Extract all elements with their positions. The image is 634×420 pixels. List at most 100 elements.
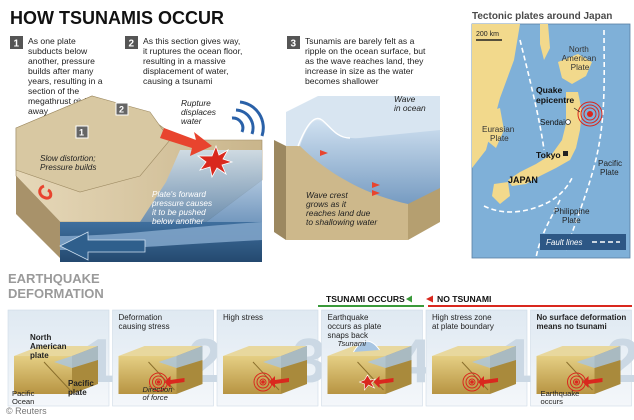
svg-text:2: 2: [119, 105, 124, 115]
block-front: [14, 356, 72, 394]
tokyo-dot: [563, 151, 568, 156]
tsunami-occurs-arrow-icon: [406, 295, 412, 303]
force-arrow-icon: [269, 376, 289, 388]
wave-arrow-3: [372, 190, 380, 196]
force-arrow-icon: [164, 376, 185, 388]
ocean-layer: [263, 346, 307, 368]
distortion-arrow: [38, 184, 53, 200]
step-3: 3 Tsunamis are barely felt as a ripple o…: [287, 36, 428, 86]
rupture-label: Rupture displaces water: [181, 98, 218, 126]
ocean-water: [140, 150, 262, 222]
tsunami-wave: [353, 340, 380, 353]
block-top: [432, 346, 516, 356]
step-3-badge: [287, 36, 300, 49]
rupture-burst-icon: [196, 144, 234, 179]
block-top: [536, 346, 621, 356]
scale-label: 200 km: [476, 31, 499, 38]
stress-ring-icon: [155, 378, 162, 386]
hokkaido: [558, 54, 592, 84]
force-arrow-icon: [582, 376, 603, 388]
signal-wave-icon: [231, 116, 245, 133]
pacific-plate-label: Pacific Plate: [598, 159, 624, 177]
map-legend: [540, 234, 626, 250]
step-2-number: 2: [129, 39, 135, 50]
wave-arrow-2: [372, 182, 380, 188]
na-plate-label: North American Plate: [562, 45, 599, 72]
eurasian-plate-label: Eurasian Plate: [482, 125, 517, 143]
tectonic-map: Tectonic plates around Japan 200 km Faul…: [471, 11, 631, 259]
ocean-layer: [472, 346, 516, 368]
sendai-label: Sendai: [540, 118, 565, 127]
sendai-dot: [565, 119, 571, 125]
mainland-asia: [472, 24, 520, 168]
page-title: HOW TSUNAMIS OCCUR: [10, 8, 224, 28]
block-top: [118, 346, 203, 356]
ocean-layer: [158, 346, 203, 368]
step-2-badge: [125, 36, 138, 49]
deformation-title: EARTHQUAKE DEFORMATION: [8, 271, 104, 301]
force-arrow-icon: [478, 376, 498, 388]
sakhalin: [540, 24, 550, 60]
korea: [486, 108, 504, 148]
epicentre-icon: [587, 111, 593, 117]
block-front: [432, 356, 490, 394]
wave-block: [274, 96, 440, 240]
step-1: 1 As one plate subducts below another, p…: [10, 36, 105, 116]
force-arrow-icon: [373, 376, 394, 388]
kyushu: [492, 182, 510, 204]
stress-ring-icon: [259, 378, 267, 386]
philippine-plate-label: Philippine Plate: [554, 207, 592, 225]
plate-push-arrow: [59, 231, 146, 261]
svg-text:1: 1: [79, 128, 84, 138]
tsunami-label: Tsunami: [338, 339, 367, 348]
wave-seabed: [286, 146, 408, 240]
step-2: 2 As this section gives way, it ruptures…: [125, 36, 242, 86]
block-top: [327, 346, 412, 356]
block-top: [223, 346, 307, 356]
tsunami-legend: TSUNAMI OCCURS NO TSUNAMI: [326, 294, 491, 304]
wave-block-front: [274, 140, 286, 240]
quake-epicentre-label: Quake epicentre: [536, 85, 574, 105]
block-front: [223, 356, 281, 394]
subduction-block: 1 2: [15, 95, 265, 262]
no-tsunami-label: NO TSUNAMI: [437, 294, 491, 304]
step-3-number: 3: [291, 39, 297, 50]
overriding-plate: [15, 95, 171, 193]
fault-line: [43, 361, 71, 391]
ocean-layer: [576, 346, 621, 368]
tsunami-occurs-label: TSUNAMI OCCURS: [326, 294, 405, 304]
reuters-credit: © Reuters: [6, 406, 47, 416]
block-badge-1: [75, 125, 89, 139]
rupture-arrow: [160, 128, 212, 156]
block-top: [14, 346, 98, 356]
fault-line-philippine: [535, 199, 561, 259]
honshu: [508, 92, 582, 186]
no-tsunami-arrow-icon: [426, 295, 433, 303]
block-badge-2: [115, 102, 129, 116]
step-1-text: As one plate subducts below another, pre…: [28, 36, 105, 116]
stress-ring-icon: [573, 378, 580, 386]
step-3-text: Tsunamis are barely felt as a ripple on …: [305, 36, 428, 86]
wave-crest-outline: [297, 117, 351, 147]
ocean-layer: [54, 346, 98, 368]
japan-label: JAPAN: [508, 175, 538, 185]
wave-crest-label: Wave crest grows as it reaches land due …: [306, 190, 378, 227]
ocean-layer: [367, 346, 412, 368]
block-front: [536, 356, 595, 394]
slow-distortion-label: Slow distortion; Pressure builds: [40, 154, 98, 172]
block-front: [118, 356, 177, 394]
